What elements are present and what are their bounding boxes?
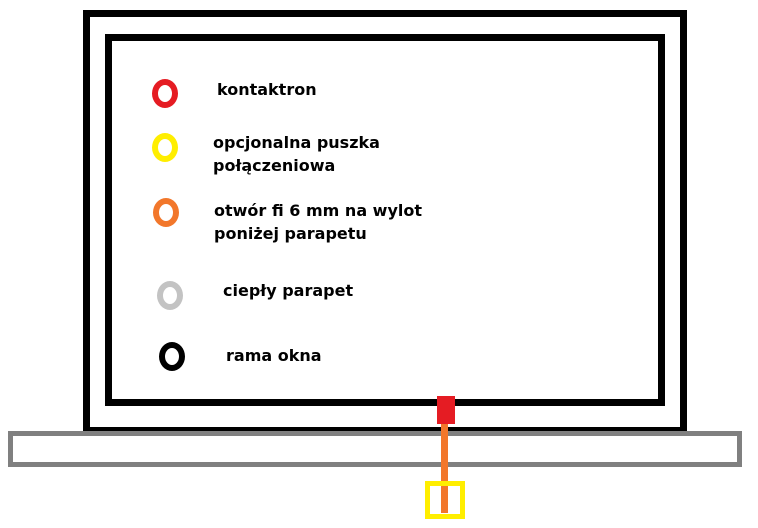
legend-label-otwor-line2: poniżej parapetu — [214, 224, 367, 243]
legend-label-puszka: opcjonalna puszka połączeniowa — [213, 131, 380, 177]
legend-marker-otwor — [153, 198, 179, 227]
legend-marker-puszka — [152, 133, 178, 162]
junction-box-marker — [425, 481, 465, 519]
legend-marker-rama — [159, 342, 185, 371]
legend-marker-kontaktron — [152, 79, 178, 108]
legend-label-puszka-line1: opcjonalna puszka — [213, 133, 380, 152]
warm-sill — [8, 431, 742, 467]
legend-label-puszka-line2: połączeniowa — [213, 156, 336, 175]
legend-label-rama: rama okna — [226, 346, 322, 365]
legend-label-otwor: otwór fi 6 mm na wylot poniżej parapetu — [214, 199, 422, 245]
legend-marker-parapet — [157, 281, 183, 310]
window-frame-inner — [105, 34, 665, 406]
cable-hole-line — [441, 424, 448, 513]
contactron-marker — [437, 396, 455, 424]
legend-label-otwor-line1: otwór fi 6 mm na wylot — [214, 201, 423, 220]
legend-label-kontaktron: kontaktron — [217, 80, 317, 99]
legend-label-parapet: ciepły parapet — [223, 281, 354, 300]
